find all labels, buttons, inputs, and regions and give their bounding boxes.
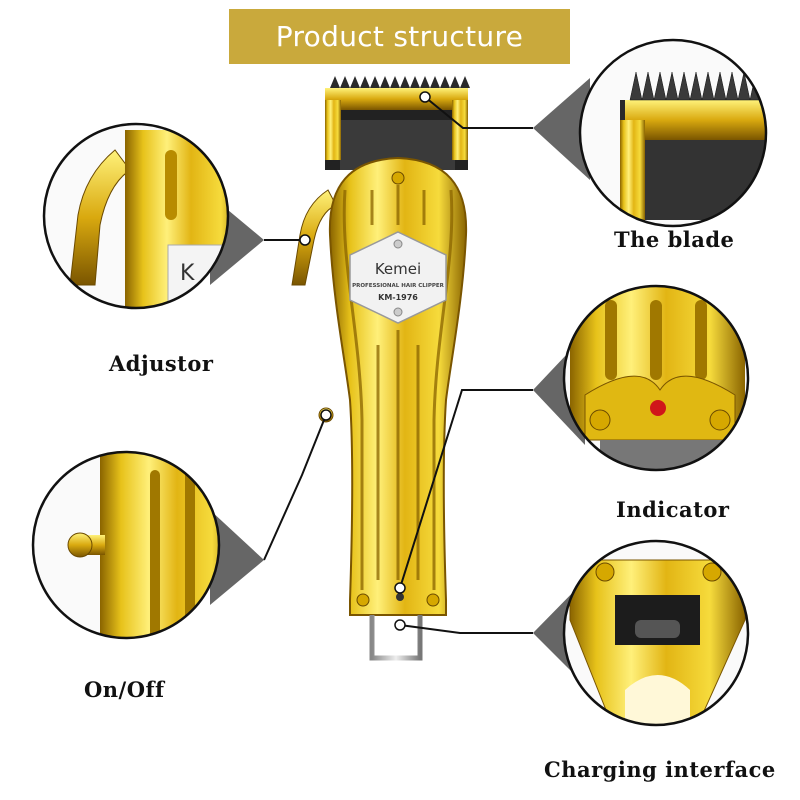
brand-subtitle: PROFESSIONAL HAIR CLIPPER: [352, 283, 445, 289]
svg-text:K: K: [180, 261, 195, 286]
model-number: KM-1976: [378, 293, 418, 302]
brand-name: Kemei: [375, 260, 421, 278]
label-blade: The blade: [614, 227, 735, 252]
hanging-loop: [369, 615, 423, 661]
indicator-light: [396, 593, 404, 601]
page-title: Product structure: [275, 20, 524, 53]
leader-lines: [263, 96, 533, 634]
detail-blade: [578, 38, 768, 228]
detail-adjustor: K: [42, 122, 230, 310]
indicator-led: [650, 400, 666, 416]
adjustor-lever: [291, 189, 337, 286]
label-charging: Charging interface: [544, 757, 776, 782]
detail-charging: [562, 539, 750, 727]
detail-indicator: [562, 284, 750, 472]
title-banner: Product structure: [229, 9, 570, 64]
hair-clipper: Kemei PROFESSIONAL HAIR CLIPPER KM-1976: [291, 76, 470, 661]
label-indicator: Indicator: [616, 497, 730, 522]
clipper-blade: [325, 76, 470, 170]
label-adjustor: Adjustor: [109, 351, 214, 376]
label-onoff: On/Off: [84, 677, 165, 702]
brand-plate: [349, 231, 447, 324]
detail-onoff: [31, 450, 221, 640]
